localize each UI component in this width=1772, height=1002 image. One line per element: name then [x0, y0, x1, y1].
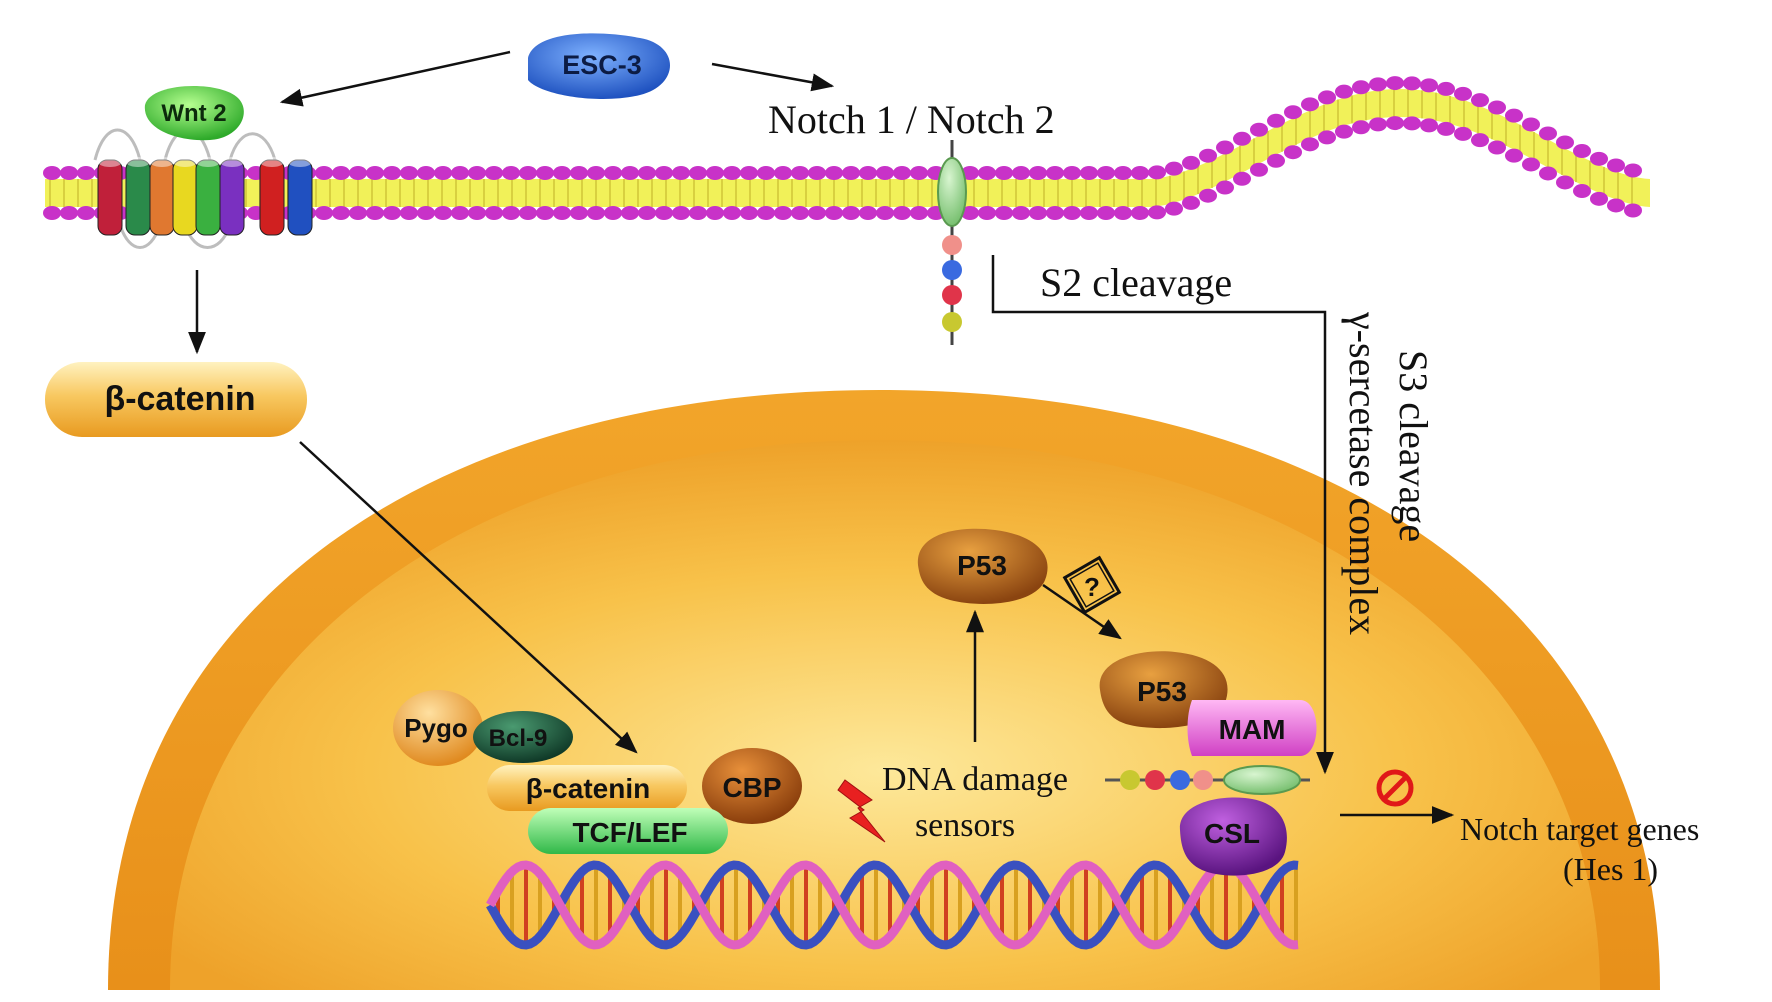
dna-damage-label-line2: sensors — [915, 807, 1015, 844]
arrow-s2-s3-cleavage — [991, 255, 1334, 775]
tcf-lef-label: TCF/LEF — [572, 817, 687, 848]
esc3-molecule: ESC-3 — [528, 33, 670, 100]
csl-label: CSL — [1204, 818, 1260, 849]
no-entry-icon — [1376, 769, 1414, 807]
notch-receptor-icon — [937, 140, 967, 345]
beta-catenin-cytoplasm-label: β-catenin — [104, 380, 255, 418]
arrow-beta-catenin-to-nucleus — [299, 441, 638, 754]
arrows — [188, 50, 1455, 824]
gamma-secretase-label: γ-sercetase complex — [1341, 311, 1386, 635]
tcf-lef-protein: TCF/LEF — [528, 808, 728, 854]
beta-catenin-nucleus-label: β-catenin — [526, 773, 650, 804]
beta-catenin-nuclear: β-catenin — [487, 765, 687, 811]
pygo-protein: Pygo — [393, 690, 483, 766]
wnt2-ligand: Wnt 2 — [144, 85, 244, 141]
cbp-label: CBP — [722, 772, 781, 803]
bcl9-protein: Bcl-9 — [473, 711, 573, 763]
p53-upper: P53 — [917, 528, 1048, 604]
lightning-bolt-icon — [837, 779, 886, 843]
notch-target-genes-label: Notch target genes — [1460, 811, 1699, 847]
question-mark-icon: ? — [1062, 555, 1122, 615]
p53-lower-label: P53 — [1137, 676, 1187, 707]
bcl9-label: Bcl-9 — [489, 725, 548, 752]
question-label: ? — [1084, 572, 1100, 602]
cbp-protein: CBP — [702, 748, 802, 824]
notch-intracellular-domain — [1105, 765, 1310, 795]
arrow-esc3-to-wnt2 — [279, 50, 511, 107]
dna-double-helix-icon — [486, 860, 1299, 950]
s3-cleavage-label: S3 cleavage — [1391, 350, 1436, 542]
arrow-p53-to-complex — [1042, 583, 1122, 640]
notch-target-genes-sublabel: (Hes 1) — [1563, 851, 1658, 887]
mam-label: MAM — [1219, 714, 1286, 745]
pygo-label: Pygo — [404, 713, 468, 743]
mam-protein: MAM — [1187, 700, 1317, 756]
p53-upper-label: P53 — [957, 550, 1007, 581]
s2-cleavage-label: S2 cleavage — [1040, 260, 1232, 305]
notch-label: Notch 1 / Notch 2 — [768, 97, 1055, 142]
esc3-label: ESC-3 — [562, 50, 642, 80]
csl-protein: CSL — [1179, 797, 1287, 876]
beta-catenin-cytoplasmic: β-catenin — [45, 362, 307, 437]
wnt2-label: Wnt 2 — [161, 100, 226, 127]
dna-damage-label-line1: DNA damage — [882, 761, 1068, 798]
arrow-esc3-to-notch — [711, 62, 835, 92]
seven-transmembrane-receptor-icon — [93, 128, 313, 249]
